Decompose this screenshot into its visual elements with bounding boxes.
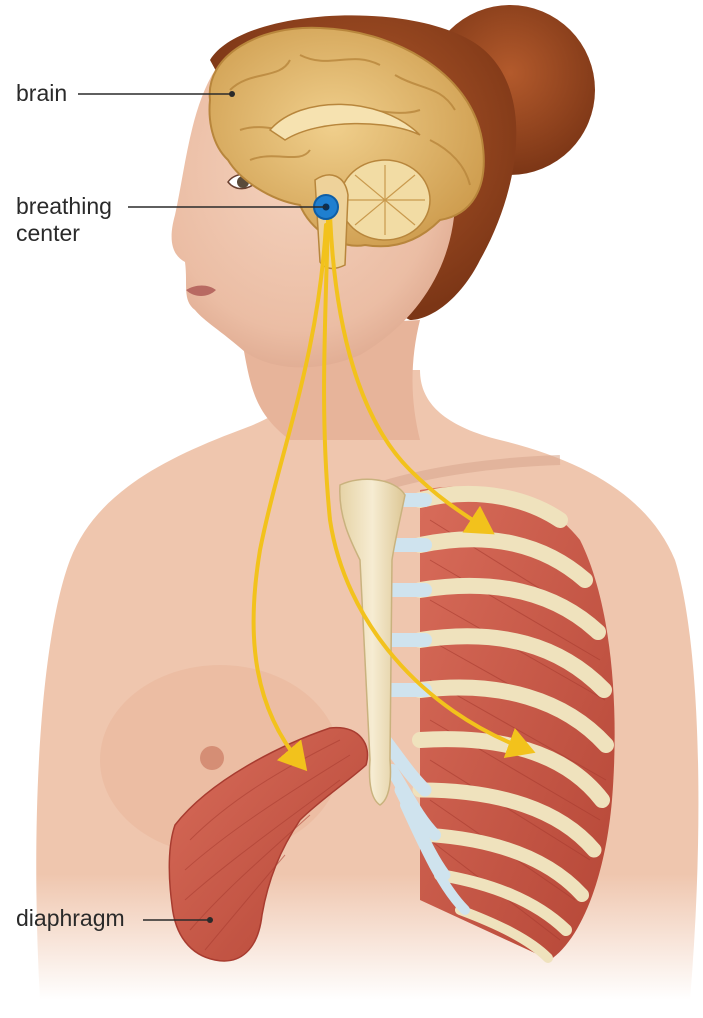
nipple bbox=[200, 746, 224, 770]
label-breathing-center-line1: breathing bbox=[16, 193, 112, 220]
label-breathing-center-line2: center bbox=[16, 220, 112, 247]
label-breathing-center: breathing center bbox=[16, 193, 112, 247]
label-diaphragm: diaphragm bbox=[16, 905, 125, 932]
leader-diaphragm-dot bbox=[207, 917, 213, 923]
label-brain: brain bbox=[16, 80, 67, 107]
leader-brain-dot bbox=[229, 91, 235, 97]
